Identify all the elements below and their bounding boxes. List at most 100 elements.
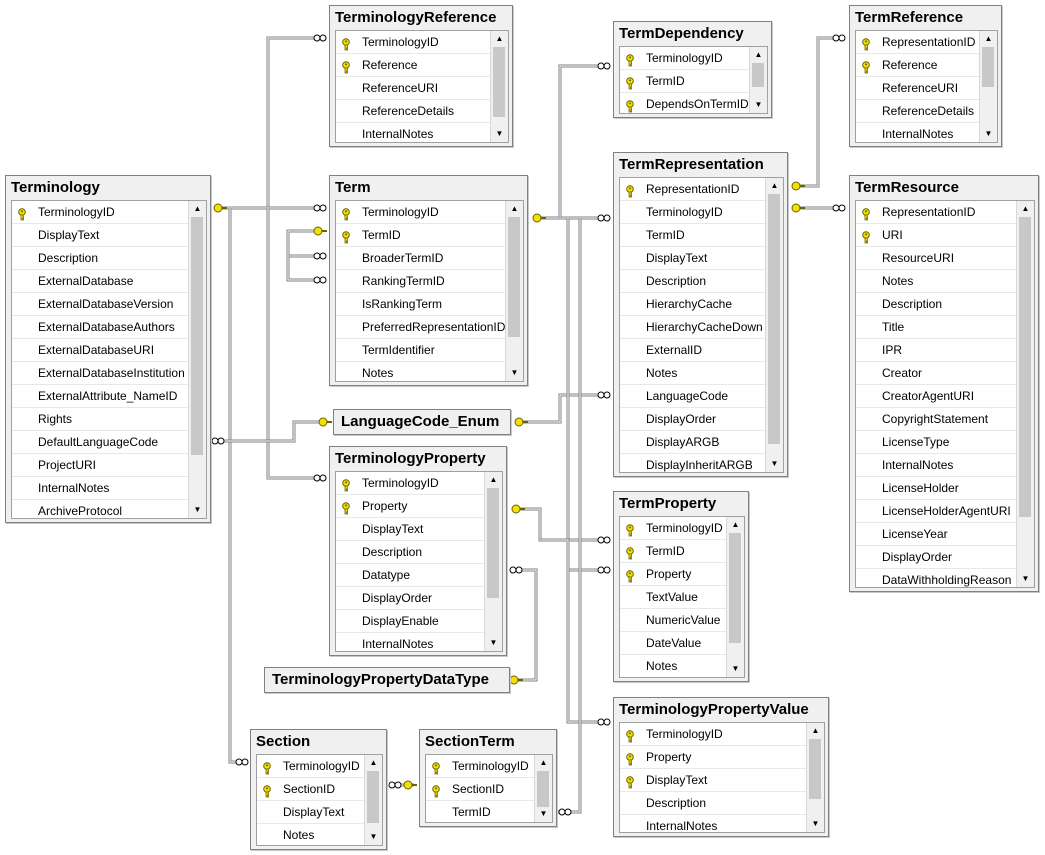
table-title[interactable]: TermRepresentation <box>619 156 764 173</box>
column-row[interactable]: DisplayText <box>12 224 188 247</box>
column-row[interactable]: InternalNotes <box>856 123 979 142</box>
table-title[interactable]: Section <box>256 733 311 750</box>
column-row[interactable]: DisplayText <box>257 801 364 824</box>
column-row[interactable]: Notes <box>336 362 505 381</box>
scroll-thumb[interactable] <box>508 217 520 337</box>
column-row[interactable]: Notes <box>257 824 364 845</box>
column-row[interactable]: TerminologyID <box>336 201 505 224</box>
column-row[interactable]: InternalNotes <box>336 123 490 142</box>
column-row[interactable]: TermID <box>336 224 505 247</box>
scroll-up-icon[interactable]: ▲ <box>984 34 993 43</box>
column-row[interactable]: TerminologyID <box>12 201 188 224</box>
column-row[interactable]: PreferredRepresentationID <box>336 316 505 339</box>
vertical-scrollbar[interactable]: ▲▼ <box>1016 201 1034 587</box>
column-row[interactable]: LicenseYear <box>856 523 1016 546</box>
scroll-up-icon[interactable]: ▲ <box>539 758 548 767</box>
scroll-down-icon[interactable]: ▼ <box>193 505 202 514</box>
table-title[interactable]: TermResource <box>855 179 959 196</box>
vertical-scrollbar[interactable]: ▲▼ <box>726 517 744 677</box>
column-row[interactable]: CreatorAgentURI <box>856 385 1016 408</box>
scroll-down-icon[interactable]: ▼ <box>754 100 763 109</box>
column-row[interactable]: InternalNotes <box>856 454 1016 477</box>
vertical-scrollbar[interactable]: ▲▼ <box>979 31 997 142</box>
column-row[interactable]: ExternalDatabase <box>12 270 188 293</box>
scroll-down-icon[interactable]: ▼ <box>984 129 993 138</box>
scroll-down-icon[interactable]: ▼ <box>489 638 498 647</box>
column-row[interactable]: ExternalDatabaseURI <box>12 339 188 362</box>
column-row[interactable]: TermID <box>620 224 765 247</box>
column-row[interactable]: CopyrightStatement <box>856 408 1016 431</box>
column-row[interactable]: DisplayOrder <box>620 408 765 431</box>
column-row[interactable]: DisplayOrder <box>856 546 1016 569</box>
column-row[interactable]: DisplayText <box>620 247 765 270</box>
column-row[interactable]: TerminologyID <box>620 723 806 746</box>
scroll-down-icon[interactable]: ▼ <box>369 832 378 841</box>
column-row[interactable]: DisplayText <box>336 518 484 541</box>
column-row[interactable]: DefaultLanguageCode <box>12 431 188 454</box>
column-row[interactable]: InternalNotes <box>620 815 806 832</box>
column-row[interactable]: IPR <box>856 339 1016 362</box>
scroll-down-icon[interactable]: ▼ <box>510 368 519 377</box>
column-row[interactable]: TermIdentifier <box>336 339 505 362</box>
scroll-thumb[interactable] <box>537 771 549 807</box>
column-row[interactable]: TerminologyID <box>257 755 364 778</box>
vertical-scrollbar[interactable]: ▲▼ <box>534 755 552 822</box>
scroll-up-icon[interactable]: ▲ <box>495 34 504 43</box>
column-row[interactable]: LicenseHolderAgentURI <box>856 500 1016 523</box>
column-row[interactable]: Description <box>12 247 188 270</box>
vertical-scrollbar[interactable]: ▲▼ <box>364 755 382 845</box>
column-row[interactable]: TerminologyID <box>426 755 534 778</box>
scroll-thumb[interactable] <box>752 63 764 87</box>
scroll-down-icon[interactable]: ▼ <box>770 459 779 468</box>
column-row[interactable]: Notes <box>620 655 726 677</box>
column-row[interactable]: RepresentationID <box>856 31 979 54</box>
column-row[interactable]: RepresentationID <box>856 201 1016 224</box>
table-title[interactable]: TerminologyPropertyValue <box>619 701 809 718</box>
column-row[interactable]: SectionID <box>426 778 534 801</box>
table-title[interactable]: TerminologyReference <box>335 9 497 26</box>
scroll-down-icon[interactable]: ▼ <box>539 809 548 818</box>
scroll-thumb[interactable] <box>191 217 203 455</box>
scroll-thumb[interactable] <box>809 739 821 799</box>
scroll-thumb[interactable] <box>768 194 780 444</box>
column-row[interactable]: BroaderTermID <box>336 247 505 270</box>
column-row[interactable]: DisplayInheritARGB <box>620 454 765 472</box>
column-row[interactable]: Reference <box>856 54 979 77</box>
column-row[interactable]: ReferenceDetails <box>856 100 979 123</box>
table-title[interactable]: SectionTerm <box>425 733 515 750</box>
column-row[interactable]: Rights <box>12 408 188 431</box>
scroll-up-icon[interactable]: ▲ <box>770 181 779 190</box>
scroll-up-icon[interactable]: ▲ <box>489 475 498 484</box>
column-row[interactable]: Datatype <box>336 564 484 587</box>
column-row[interactable]: DisplayOrder <box>336 587 484 610</box>
column-row[interactable]: ExternalAttribute_NameID <box>12 385 188 408</box>
column-row[interactable]: ArchiveProtocol <box>12 500 188 518</box>
scroll-thumb[interactable] <box>982 47 994 87</box>
column-row[interactable]: DisplayEnable <box>336 610 484 633</box>
column-row[interactable]: TermID <box>620 540 726 563</box>
column-row[interactable]: TermID <box>620 70 749 93</box>
column-row[interactable]: TerminologyID <box>336 31 490 54</box>
scroll-thumb[interactable] <box>493 47 505 117</box>
vertical-scrollbar[interactable]: ▲▼ <box>505 201 523 381</box>
table-title[interactable]: TerminologyProperty <box>335 450 486 467</box>
vertical-scrollbar[interactable]: ▲▼ <box>765 178 783 472</box>
column-row[interactable]: Notes <box>620 362 765 385</box>
column-row[interactable]: Description <box>620 792 806 815</box>
table-title[interactable]: TermReference <box>855 9 964 26</box>
scroll-down-icon[interactable]: ▼ <box>811 819 820 828</box>
column-row[interactable]: Property <box>336 495 484 518</box>
table-title[interactable]: TermProperty <box>619 495 717 512</box>
column-row[interactable]: TerminologyID <box>620 47 749 70</box>
scroll-down-icon[interactable]: ▼ <box>1021 574 1030 583</box>
